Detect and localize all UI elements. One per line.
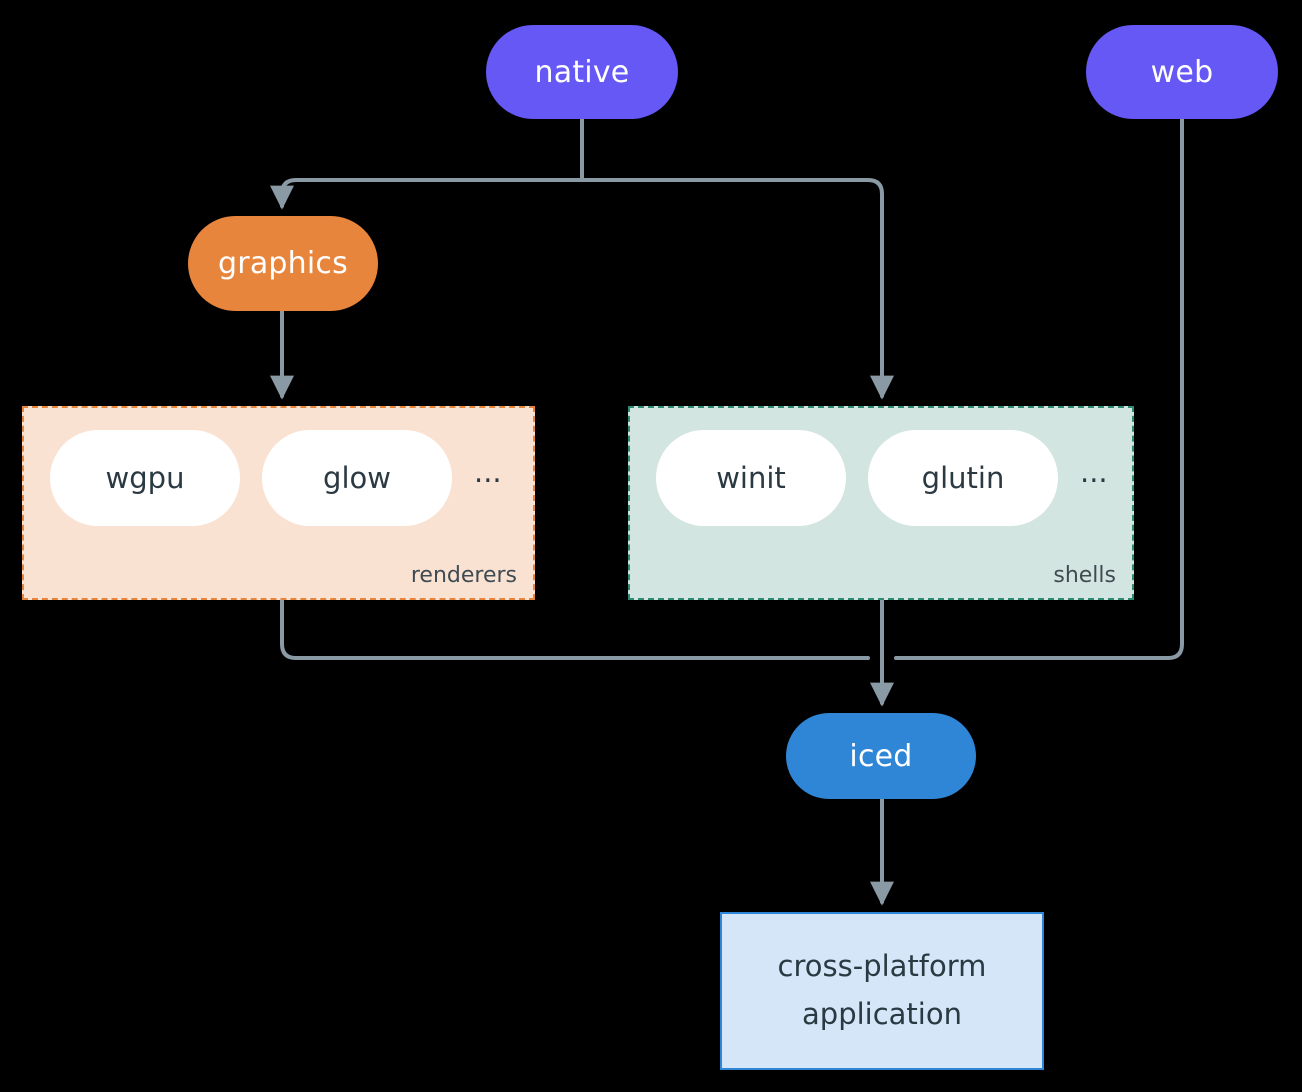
node-iced[interactable]: iced [786, 713, 976, 799]
group-renderers-label: renderers [410, 563, 517, 588]
chip-wgpu[interactable]: wgpu [50, 430, 240, 526]
group-shells-items: winit glutin ... [630, 408, 1132, 526]
shells-more-ellipsis: ... [1080, 454, 1108, 489]
node-native-label: native [534, 54, 630, 90]
chip-winit-label: winit [716, 461, 786, 495]
node-application-line1: cross-platform [777, 949, 987, 984]
chip-glow[interactable]: glow [262, 430, 452, 526]
node-iced-label: iced [849, 738, 913, 774]
node-web-label: web [1150, 54, 1214, 90]
node-graphics[interactable]: graphics [188, 216, 378, 311]
edge-renderers-to-iced [280, 598, 870, 660]
group-renderers: wgpu glow ... renderers [22, 406, 535, 600]
edge-native-to-shells [580, 178, 894, 400]
group-renderers-items: wgpu glow ... [24, 408, 533, 526]
node-application-line2: application [802, 997, 962, 1031]
node-graphics-label: graphics [218, 246, 348, 281]
node-native[interactable]: native [486, 25, 678, 119]
chip-glow-label: glow [323, 461, 391, 495]
group-shells: winit glutin ... shells [628, 406, 1134, 600]
group-shells-label: shells [1053, 563, 1116, 588]
chip-glutin[interactable]: glutin [868, 430, 1058, 526]
edge-native-to-graphics [270, 178, 584, 210]
chip-winit[interactable]: winit [656, 430, 846, 526]
chip-glutin-label: glutin [921, 461, 1005, 495]
renderers-more-ellipsis: ... [474, 454, 502, 489]
node-application[interactable]: cross-platform application [720, 912, 1044, 1070]
node-web[interactable]: web [1086, 25, 1278, 119]
chip-wgpu-label: wgpu [105, 461, 185, 495]
